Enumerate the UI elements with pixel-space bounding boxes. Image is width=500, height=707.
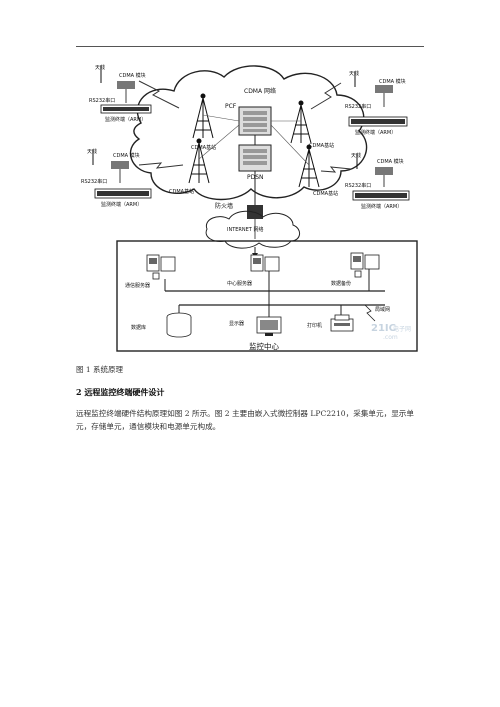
backup-server: [350, 252, 380, 278]
lan-label: 局域网: [375, 306, 390, 313]
backup-server-label: 数据备份: [331, 280, 351, 287]
terminal-bottom-left: 天线 CDMA 模块 RS232串口 监测终端（ARM）: [81, 148, 152, 208]
section-heading: 2 远程监控终端硬件设计: [76, 387, 165, 397]
serial-label: RS232串口: [89, 98, 115, 104]
database-label: 数据库: [131, 324, 146, 331]
antenna-label: 天线: [349, 70, 359, 77]
serial-label: RS232串口: [81, 179, 107, 185]
cdma-module-label: CDMA 模块: [119, 72, 146, 79]
monitoring-center-label: 监控中心: [249, 341, 279, 351]
internet-cloud: [205, 210, 300, 249]
base-station-label-upper-left: CDMA基站: [191, 144, 216, 151]
base-station-tower-upper-right: [290, 100, 312, 144]
printer-label: 打印机: [307, 322, 322, 329]
pdsn-equipment: [238, 144, 272, 172]
cdma-module-label: CDMA 模块: [377, 158, 404, 165]
terminal-device-label: 监测终端（ARM）: [361, 203, 402, 210]
terminal-device-label: 监测终端（ARM）: [355, 129, 396, 136]
internet-label: INTERNET 网络: [227, 226, 263, 233]
base-station-label-lower-left: CDMA基站: [169, 188, 194, 195]
monitoring-center: 通信服务器 中心服务器 数据备份 数据库 显示器: [116, 240, 418, 352]
base-station-tower-upper-left: [192, 93, 214, 139]
display-monitor-icon: [256, 316, 282, 336]
watermark-cn: 电子网: [393, 325, 411, 333]
firewall-label: 防火墙: [215, 202, 233, 210]
cdma-network-label: CDMA 网络: [244, 87, 276, 95]
database-icon: [166, 312, 192, 338]
cdma-cloud: [129, 65, 368, 201]
network-links: [198, 114, 310, 166]
display-label: 显示器: [229, 321, 244, 327]
communication-server-label: 通信服务器: [125, 282, 150, 289]
cdma-module-label: CDMA 模块: [113, 152, 140, 159]
base-station-tower-lower-right: [298, 144, 320, 188]
watermark-url: .com: [383, 334, 398, 341]
watermark-main: 21IC: [371, 323, 396, 334]
serial-label: RS232串口: [345, 183, 371, 189]
header-rule: [76, 46, 424, 47]
base-station-label-lower-right: CDMA基站: [313, 190, 338, 197]
body-paragraph: 远程监控终端硬件结构原理如图 2 所示。图 2 主要由嵌入式微控制器 LPC22…: [76, 409, 414, 431]
base-station-label-upper-right: CDMA基站: [309, 142, 334, 149]
communication-server: [146, 254, 176, 280]
terminal-device-label: 监测终端（ARM）: [105, 116, 146, 123]
figure-caption: 图 1 系统原理: [76, 365, 124, 374]
antenna-label: 天线: [87, 148, 97, 155]
terminal-device-label: 监测终端（ARM）: [101, 201, 142, 208]
terminal-top-left: 天线 CDMA 模块 RS232串口 监测终端（ARM）: [89, 64, 152, 123]
antenna-label: 天线: [95, 64, 105, 71]
cdma-module-label: CDMA 模块: [379, 78, 406, 85]
watermark-logo: 21IC 电子网 .com: [371, 323, 411, 341]
wireless-links: [138, 80, 352, 173]
base-station-tower-lower-left: [188, 138, 210, 184]
antenna-label: 天线: [351, 152, 361, 159]
serial-label: RS232串口: [345, 104, 371, 110]
printer-icon: [330, 314, 354, 332]
pcf-label: PCF: [225, 103, 237, 110]
terminal-bottom-right: 天线 CDMA 模块 RS232串口 监测终端（ARM）: [345, 152, 410, 210]
pcf-equipment: [238, 106, 272, 136]
lan-link: [364, 304, 376, 322]
central-server-label: 中心服务器: [227, 280, 252, 287]
terminal-top-right: 天线 CDMA 模块 RS232串口 监测终端（ARM）: [345, 70, 408, 136]
central-server: [250, 254, 280, 272]
system-principle-figure: CDMA 网络 PCF PDSN CDMA基站 CDMA基站 CDMA基站 CD…: [81, 64, 418, 352]
